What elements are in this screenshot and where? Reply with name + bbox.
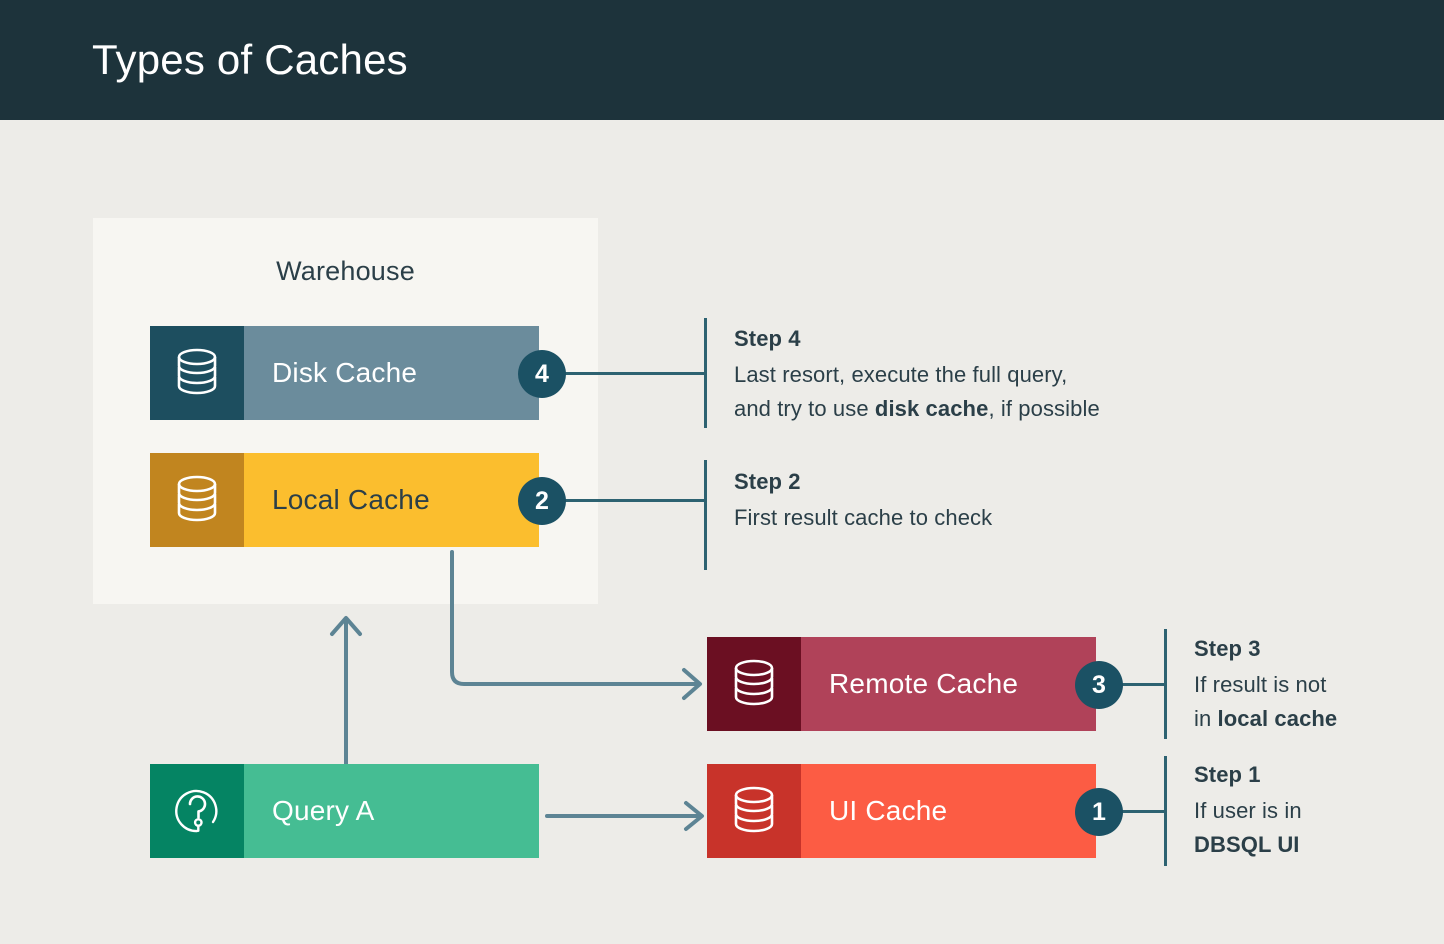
step-3-line2-bold: local cache xyxy=(1217,706,1338,731)
step-3-title: Step 3 xyxy=(1194,636,1261,661)
step-badge-2[interactable]: 2 xyxy=(518,477,566,525)
step-2-title: Step 2 xyxy=(734,469,801,494)
step-description-1: Step 1 If user is in DBSQL UI xyxy=(1194,762,1444,862)
arrow-query-to-warehouse xyxy=(330,616,362,768)
step-3-line2-pre: in xyxy=(1194,706,1218,731)
step-badge-4[interactable]: 4 xyxy=(518,350,566,398)
step-2-line1: First result cache to check xyxy=(734,505,993,530)
step-badge-3[interactable]: 3 xyxy=(1075,661,1123,709)
database-icon xyxy=(150,453,244,547)
step-description-4: Step 4 Last resort, execute the full que… xyxy=(734,326,1234,426)
node-disk-cache-label: Disk Cache xyxy=(244,326,539,420)
node-query-a-label: Query A xyxy=(244,764,539,858)
step-2-body: First result cache to check xyxy=(734,501,1234,535)
step-4-title: Step 4 xyxy=(734,326,801,351)
page-title: Types of Caches xyxy=(92,36,408,83)
node-ui-cache[interactable]: UI Cache xyxy=(707,764,1096,858)
database-icon xyxy=(707,764,801,858)
connector-bracket-step-4 xyxy=(704,318,707,428)
step-3-line2: in local cache xyxy=(1194,702,1444,736)
step-description-2: Step 2 First result cache to check xyxy=(734,469,1234,535)
connector-bracket-step-3 xyxy=(1164,629,1167,739)
step-1-line2-bold: DBSQL UI xyxy=(1194,832,1300,857)
step-3-line1: If result is not xyxy=(1194,672,1327,697)
connector-bracket-step-2 xyxy=(704,460,707,570)
step-4-line1: Last resort, execute the full query, xyxy=(734,362,1068,387)
node-query-a[interactable]: Query A xyxy=(150,764,539,858)
step-4-line2-pre: and try to use xyxy=(734,396,875,421)
step-1-body: If user is in DBSQL UI xyxy=(1194,794,1444,862)
step-description-3: Step 3 If result is not in local cache xyxy=(1194,636,1444,736)
connector-bracket-step-1 xyxy=(1164,756,1167,866)
database-icon xyxy=(150,326,244,420)
question-circle-icon xyxy=(150,764,244,858)
step-badge-1[interactable]: 1 xyxy=(1075,788,1123,836)
connector-line-step-2 xyxy=(560,499,706,502)
node-ui-cache-label: UI Cache xyxy=(801,764,1096,858)
connector-line-step-4 xyxy=(560,372,706,375)
database-icon xyxy=(707,637,801,731)
node-disk-cache[interactable]: Disk Cache xyxy=(150,326,539,420)
step-1-title: Step 1 xyxy=(1194,762,1261,787)
node-remote-cache[interactable]: Remote Cache xyxy=(707,637,1096,731)
page-header: Types of Caches xyxy=(0,0,1444,120)
connector-line-step-1 xyxy=(1118,810,1166,813)
warehouse-label: Warehouse xyxy=(276,256,415,286)
step-4-line2-bold: disk cache xyxy=(874,396,989,421)
connector-line-step-3 xyxy=(1118,683,1166,686)
arrow-query-to-ui-cache xyxy=(545,801,704,831)
step-1-line1: If user is in xyxy=(1194,798,1302,823)
arrow-local-to-remote xyxy=(450,550,702,700)
step-4-line2-post: , if possible xyxy=(988,396,1100,421)
step-4-line2: and try to use disk cache, if possible xyxy=(734,392,1234,426)
node-remote-cache-label: Remote Cache xyxy=(801,637,1096,731)
step-4-body: Last resort, execute the full query, and… xyxy=(734,358,1234,426)
node-local-cache-label: Local Cache xyxy=(244,453,539,547)
step-1-line2: DBSQL UI xyxy=(1194,828,1444,862)
node-local-cache[interactable]: Local Cache xyxy=(150,453,539,547)
step-3-body: If result is not in local cache xyxy=(1194,668,1444,736)
